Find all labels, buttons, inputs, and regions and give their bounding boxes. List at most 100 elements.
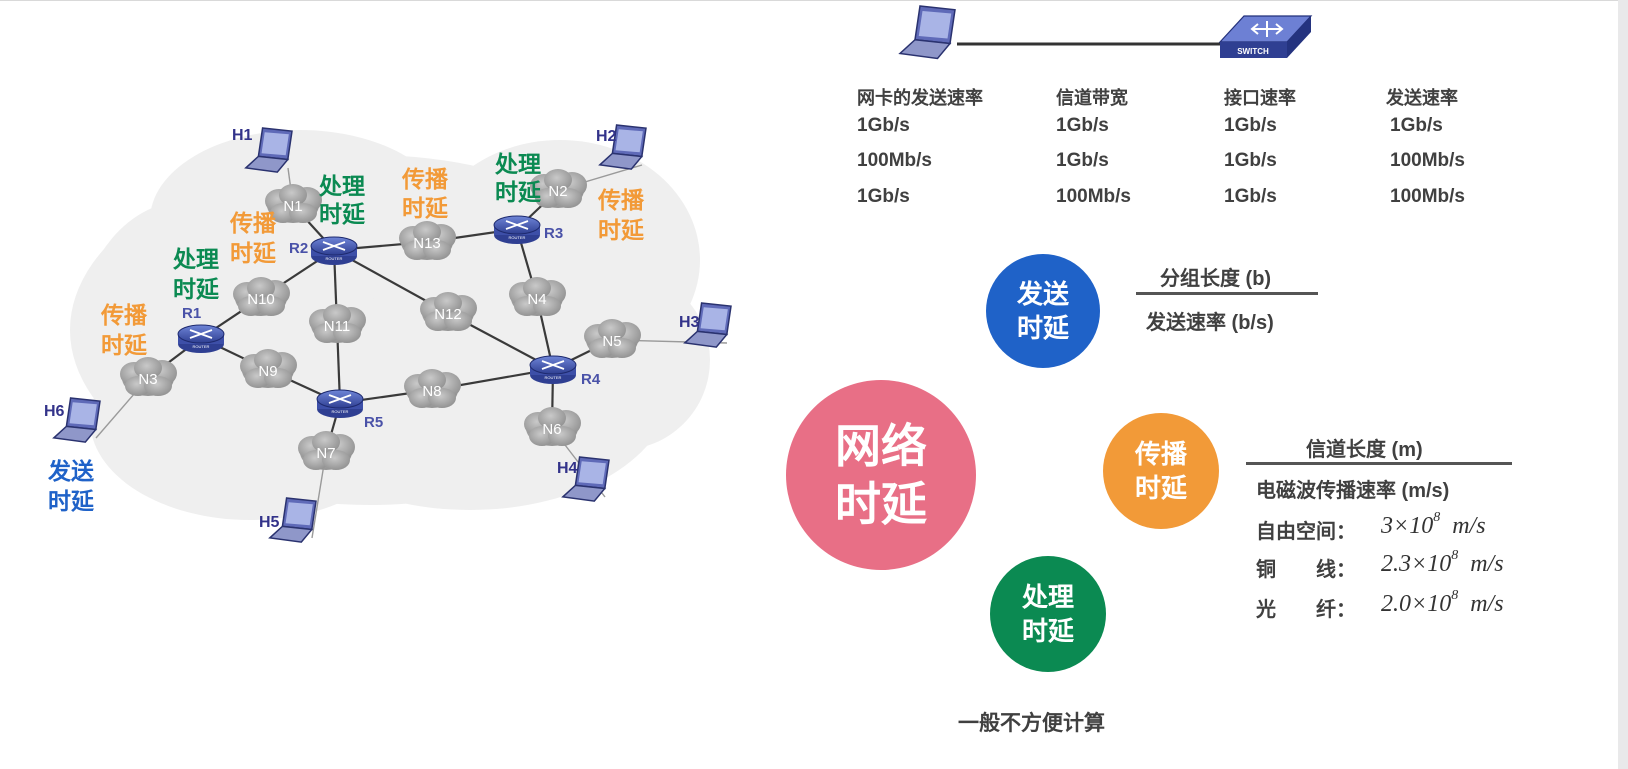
network-node-label: N12 xyxy=(434,306,462,323)
laptop-screen-glass xyxy=(918,11,952,39)
node-cloud-part xyxy=(533,296,561,316)
node-cloud-part xyxy=(434,292,462,314)
router-r1-icon: ROUTER xyxy=(177,324,225,353)
network-node-label: N10 xyxy=(247,291,275,308)
laptop-screen-glass xyxy=(261,132,289,156)
node-cloud-part xyxy=(598,319,626,341)
network-node-label: N6 xyxy=(542,421,561,438)
fiber-speed: 2.0×108 m/s xyxy=(1381,588,1504,617)
propagation-delay-label-n3: 传播时延 xyxy=(101,302,147,358)
router-arrows xyxy=(541,360,565,370)
laptop-h4-icon xyxy=(561,456,610,502)
node-cloud-part xyxy=(134,357,162,379)
fiber-label: 光 纤： xyxy=(1256,599,1356,621)
top-border xyxy=(0,0,1628,1)
router-r5-icon: ROUTER xyxy=(316,389,364,418)
host-label-h4: H4 xyxy=(557,460,578,477)
node-cloud-part xyxy=(312,431,340,453)
router-icon-text: ROUTER xyxy=(332,409,349,414)
network-node-n3: N3 xyxy=(120,357,177,396)
switch-arrows xyxy=(1250,21,1284,37)
router-r4-icon: ROUTER xyxy=(529,355,577,384)
switch-icon: SWITCH xyxy=(1218,15,1313,58)
node-cloud-part xyxy=(418,369,446,391)
node-cloud-part xyxy=(409,388,435,408)
router-icon-text: ROUTER xyxy=(509,235,526,240)
node-cloud-part xyxy=(514,296,540,316)
laptop-keyboard xyxy=(561,484,607,502)
processing-delay-note: 一般不方便计算 xyxy=(958,712,1105,735)
network-node-n1: N1 xyxy=(265,184,322,223)
cloud-blob xyxy=(530,270,710,450)
processing-delay-label-r1: 处理时延 xyxy=(173,246,219,302)
table-cell: 1Gb/s xyxy=(857,115,910,136)
network-node-label: N4 xyxy=(527,291,546,308)
processing-delay-label-r2: 处理时延 xyxy=(319,173,365,227)
propagation-formula-numerator: 信道长度 (m) xyxy=(1306,439,1423,461)
propagation-delay-label-n2: 传播时延 xyxy=(598,187,644,243)
network-node-label: N9 xyxy=(258,363,277,380)
node-cloud-part xyxy=(125,376,151,396)
network-node-n10: N10 xyxy=(233,277,290,316)
network-node-label: N11 xyxy=(324,318,350,335)
copper-label: 铜 线： xyxy=(1256,559,1356,581)
node-cloud-part xyxy=(608,338,636,358)
network-node-label: N5 xyxy=(602,333,621,350)
network-node-label: N2 xyxy=(548,183,567,200)
table-cell: 100Mb/s xyxy=(857,150,932,171)
transmission-formula-denominator: 发送速率 (b/s) xyxy=(1146,312,1274,334)
laptop-keyboard xyxy=(268,525,314,543)
node-cloud-part xyxy=(423,240,451,260)
propagation-formula-denominator: 电磁波传播速率 (m/s) xyxy=(1256,480,1450,502)
node-cloud-part xyxy=(238,296,264,316)
header-sending-rate: 发送速率 xyxy=(1386,88,1458,108)
node-cloud-part xyxy=(264,368,292,388)
router-icon-text: ROUTER xyxy=(326,256,343,261)
router-arrows xyxy=(189,329,213,339)
laptop-keyboard xyxy=(244,155,290,173)
top-devices: SWITCH xyxy=(898,5,1313,60)
table-cell: 100Mb/s xyxy=(1056,186,1131,207)
switch-side xyxy=(1287,16,1311,58)
propagation-formula-bar xyxy=(1246,462,1512,465)
propagation-delay-label-n1: 传播时延 xyxy=(230,210,276,266)
router-label-r4: R4 xyxy=(581,371,601,388)
table-cell: 1Gb/s xyxy=(1224,150,1277,171)
network-node-n7: N7 xyxy=(298,431,355,470)
laptop-h3-icon xyxy=(683,302,732,348)
node-cloud-part xyxy=(257,296,285,316)
network-node-n6: N6 xyxy=(524,407,581,446)
top-laptop-icon xyxy=(898,5,956,60)
router-label-r5: R5 xyxy=(364,414,383,431)
router-arrows xyxy=(328,394,352,404)
node-cloud-part xyxy=(322,450,350,470)
propagation-delay-circle: 传播时延 xyxy=(1103,413,1219,529)
processing-delay-label-r3: 处理时延 xyxy=(495,151,541,205)
network-node-n11: N11 xyxy=(309,304,366,343)
table-cell: 100Mb/s xyxy=(1390,150,1465,171)
switch-front xyxy=(1220,42,1287,58)
network-node-n2: N2 xyxy=(530,169,587,208)
header-nic-rate: 网卡的发送速率 xyxy=(857,88,983,108)
laptop-screen-glass xyxy=(578,461,606,485)
node-cloud-part xyxy=(428,388,456,408)
host-label-h3: H3 xyxy=(679,314,700,331)
node-cloud-part xyxy=(404,240,430,260)
router-r2-icon: ROUTER xyxy=(310,236,358,265)
network-node-n5: N5 xyxy=(584,319,641,358)
router-icon-text: ROUTER xyxy=(193,344,210,349)
node-cloud-part xyxy=(523,277,551,299)
node-cloud-part xyxy=(314,323,340,343)
network-node-n8: N8 xyxy=(404,369,461,408)
laptop-keyboard xyxy=(598,152,644,170)
processing-delay-circle: 处理时延 xyxy=(990,556,1106,672)
table-cell: 1Gb/s xyxy=(1224,186,1277,207)
switch-icon-text: SWITCH xyxy=(1237,47,1269,56)
node-cloud-part xyxy=(245,368,271,388)
header-channel-bandwidth: 信道带宽 xyxy=(1056,88,1128,108)
node-cloud-part xyxy=(589,338,615,358)
host-label-h2: H2 xyxy=(596,128,617,145)
network-node-n12: N12 xyxy=(420,292,477,331)
